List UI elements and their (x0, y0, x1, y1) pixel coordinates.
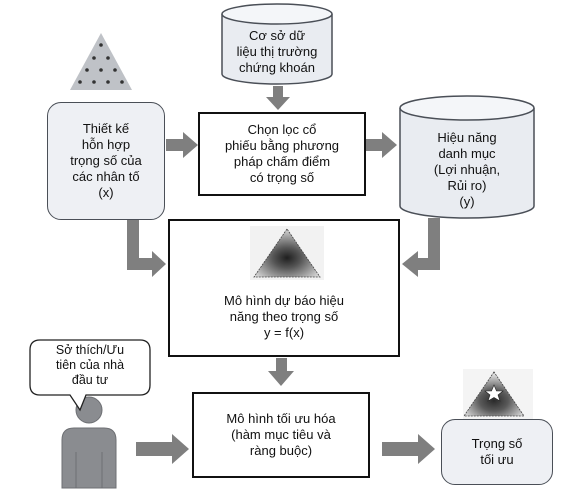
arrow-db-to-selection (266, 86, 290, 110)
prediction-model-node: Mô hình dự báo hiệu năng theo trọng số y… (168, 219, 400, 357)
arrow-performance-to-prediction (402, 218, 440, 277)
arrow-person-to-optimization (136, 434, 189, 464)
weight-design-label: Thiết kế hỗn hợp trọng số của các nhân t… (70, 121, 142, 200)
simplex-triangle-icon (70, 33, 132, 90)
stock-selection-node: Chọn lọc cổ phiếu bằng phương pháp chấm … (198, 112, 366, 196)
arrow-optimization-to-optimal (382, 434, 435, 464)
optimization-model-label: Mô hình tối ưu hóa (hàm mục tiêu và ràng… (226, 411, 336, 458)
optimization-model-node: Mô hình tối ưu hóa (hàm mục tiêu và ràng… (192, 392, 370, 478)
speech-bubble (29, 339, 151, 412)
investor-person-icon (61, 396, 117, 489)
arrow-design-to-prediction (127, 218, 166, 277)
arrow-selection-to-performance (366, 132, 397, 158)
optimal-heatmap-icon (463, 369, 533, 419)
performance-cylinder (399, 95, 535, 219)
flow-arrows (127, 86, 440, 464)
arrow-design-to-selection (166, 132, 198, 158)
database-node: Cơ sở dữ liệu thị trường chứng khoán (236, 28, 318, 75)
portfolio-performance-node: Hiệu năng danh mục (Lợi nhuận, Rủi ro) (… (433, 130, 501, 209)
database-cylinder (221, 3, 333, 85)
optimal-weights-label: Trọng số tối ưu (471, 436, 523, 467)
prediction-model-label: Mô hình dự báo hiệu năng theo trọng số y… (223, 293, 344, 340)
stock-selection-label: Chọn lọc cổ phiếu bằng phương pháp chấm … (224, 122, 340, 185)
arrow-prediction-to-optimization (268, 358, 294, 386)
investor-preference-node: Sở thích/Ưu tiên của nhà đầu tư (55, 343, 125, 387)
optimal-weights-node: Trọng số tối ưu (441, 419, 553, 485)
weight-design-node: Thiết kế hỗn hợp trọng số của các nhân t… (47, 102, 165, 220)
prediction-heatmap-icon (250, 226, 324, 280)
